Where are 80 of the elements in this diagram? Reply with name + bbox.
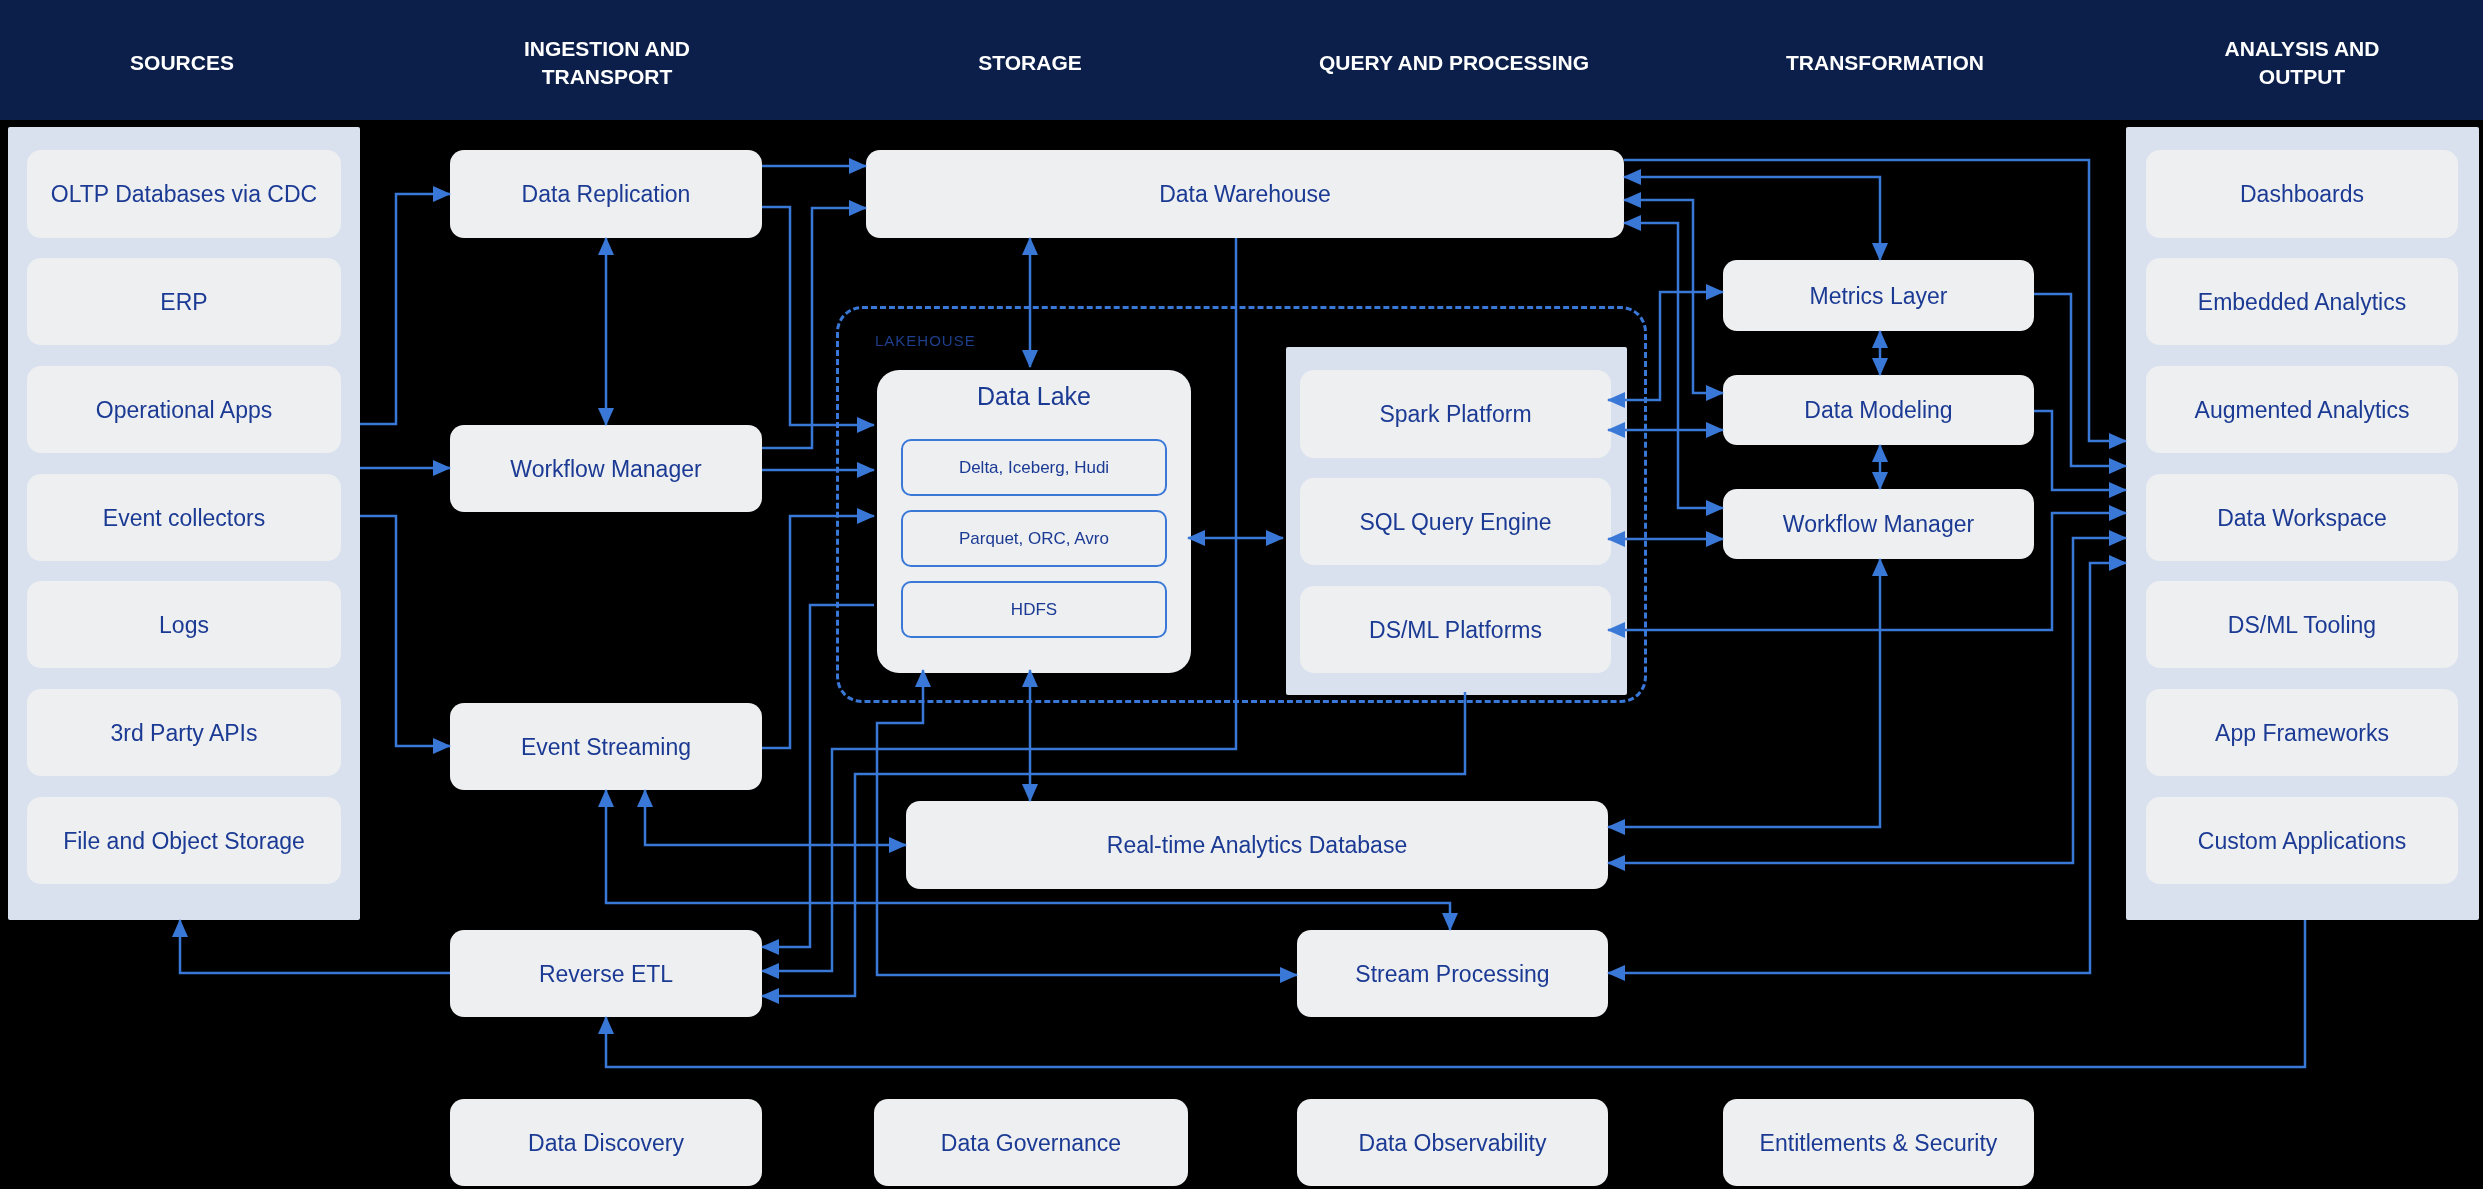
column-heading: QUERY AND PROCESSING	[1318, 50, 1590, 76]
process-box: Workflow Manager	[1723, 489, 2034, 559]
arrow	[1624, 158, 2127, 449]
arrow	[637, 789, 907, 853]
arrow	[360, 460, 451, 476]
process-box: Event collectors	[27, 474, 341, 561]
arrow	[1607, 558, 1888, 835]
arrow	[1623, 169, 1888, 261]
process-box: SQL Query Engine	[1300, 478, 1611, 565]
arrow	[1607, 555, 2127, 981]
arrow	[1022, 669, 1038, 802]
arrow	[1872, 444, 1888, 490]
process-box: DS/ML Tooling	[2146, 581, 2458, 668]
process-box: Data Replication	[450, 150, 762, 238]
arrow	[875, 669, 1298, 983]
arrow	[360, 514, 451, 754]
process-box: Workflow Manager	[450, 425, 762, 512]
arrow	[1607, 530, 2127, 871]
process-box: Data Modeling	[1723, 375, 2034, 445]
group-title: LAKEHOUSE	[875, 331, 976, 351]
arrow	[1623, 215, 1724, 516]
format-box: HDFS	[901, 581, 1167, 638]
storage-box	[877, 370, 1191, 673]
arrow	[762, 462, 875, 478]
arrow	[762, 158, 867, 174]
process-box: Operational Apps	[27, 366, 341, 453]
arrow	[1022, 237, 1038, 368]
arrow	[1623, 192, 1724, 401]
arrow	[172, 919, 450, 975]
process-box: Stream Processing	[1297, 930, 1608, 1017]
process-box: ERP	[27, 258, 341, 345]
arrow	[1187, 530, 1284, 546]
arrow	[761, 238, 1238, 979]
arrow	[761, 603, 874, 955]
arrow	[598, 920, 2307, 1069]
arrow	[761, 692, 1467, 1004]
process-box: Dashboards	[2146, 150, 2458, 238]
arrow	[1607, 422, 1724, 438]
process-box: Reverse ETL	[450, 930, 762, 1017]
process-box: Data Observability	[1297, 1099, 1608, 1186]
arrow	[360, 186, 451, 426]
process-box: Data Warehouse	[866, 150, 1624, 238]
process-box: Entitlements & Security	[1723, 1099, 2034, 1186]
process-box: File and Object Storage	[27, 797, 341, 884]
group-panel	[1286, 347, 1627, 695]
process-box: OLTP Databases via CDC	[27, 150, 341, 238]
process-box: DS/ML Platforms	[1300, 586, 1611, 673]
process-box: Data Governance	[874, 1099, 1188, 1186]
arrow	[762, 508, 875, 750]
process-box: Spark Platform	[1300, 370, 1611, 458]
arrow	[1607, 505, 2127, 638]
arrow	[1607, 284, 1724, 408]
column-heading: TRANSFORMATION	[1785, 50, 1985, 76]
arrow	[1607, 531, 1724, 547]
group-title: Data Lake	[976, 382, 1092, 410]
process-box: Logs	[27, 581, 341, 668]
process-box: App Frameworks	[2146, 689, 2458, 776]
process-box: 3rd Party APIs	[27, 689, 341, 776]
format-box: Delta, Iceberg, Hudi	[901, 439, 1167, 496]
group-panel	[2126, 127, 2479, 920]
process-box: Event Streaming	[450, 703, 762, 790]
arrow	[598, 789, 1458, 931]
format-box: Parquet, ORC, Avro	[901, 510, 1167, 567]
arrow	[2034, 292, 2127, 474]
arrow	[598, 237, 614, 426]
process-box: Metrics Layer	[1723, 260, 2034, 331]
dashed-group-frame	[836, 306, 1647, 703]
process-box: Data Discovery	[450, 1099, 762, 1186]
process-box: Custom Applications	[2146, 797, 2458, 884]
column-heading: ANALYSIS AND OUTPUT	[2223, 36, 2381, 90]
process-box: Data Workspace	[2146, 474, 2458, 561]
column-heading: INGESTION AND TRANSPORT	[522, 36, 692, 90]
process-box: Embedded Analytics	[2146, 258, 2458, 345]
column-heading: SOURCES	[129, 50, 235, 76]
arrow	[1872, 330, 1888, 376]
arrow	[2034, 409, 2127, 498]
group-panel	[8, 127, 360, 920]
process-box: Real-time Analytics Database	[906, 801, 1608, 889]
column-heading: STORAGE	[977, 50, 1083, 76]
process-box: Augmented Analytics	[2146, 366, 2458, 453]
